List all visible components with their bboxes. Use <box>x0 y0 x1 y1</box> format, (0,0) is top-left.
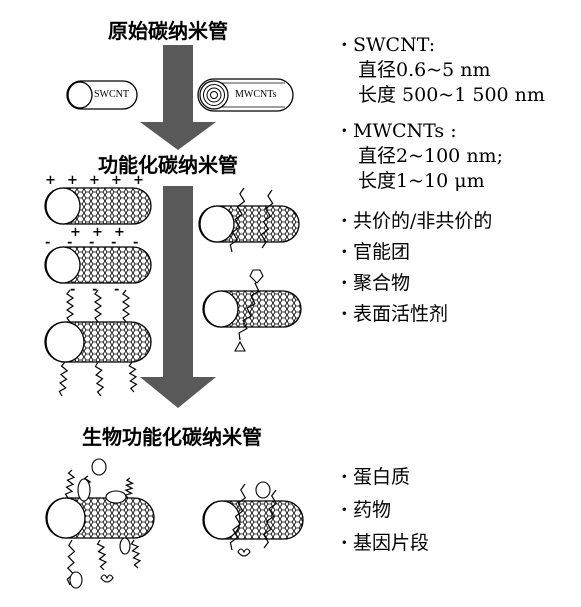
minus-charge-icon: - <box>70 282 76 297</box>
functional-item: ·表面活性剂 <box>341 303 448 325</box>
bullet: · <box>341 303 348 325</box>
bullet: · <box>341 532 348 554</box>
functional-item: ·共价的/非共价的 <box>341 210 492 232</box>
bullet: · <box>341 499 348 521</box>
main-process-arrow <box>140 45 216 150</box>
bullet: · <box>341 34 348 56</box>
functional-item: ·官能团 <box>341 241 410 263</box>
functional-item-text: 表面活性剂 <box>353 303 449 325</box>
minus-charge-icon: - <box>89 235 95 250</box>
tube-negative-charged <box>44 246 152 284</box>
plus-charge-icon: + <box>89 173 100 188</box>
bullet: · <box>341 241 348 263</box>
mwcnt-length: 长度1~10 μm <box>358 170 485 192</box>
plus-charge-icon: + <box>114 225 125 240</box>
swcnt-length: 长度 500~1 500 nm <box>358 84 545 106</box>
mwcnt-info-title: ·MWCNTs : <box>341 120 457 142</box>
minus-charge-icon: - <box>92 282 98 297</box>
tube-protein-drug-gene <box>45 458 155 589</box>
bio-item-text: 药物 <box>353 499 392 521</box>
bullet: · <box>341 120 348 142</box>
tube-wrapped-bio <box>202 481 304 557</box>
bio-item-text: 蛋白质 <box>353 466 411 488</box>
functional-item-text: 官能团 <box>353 241 411 263</box>
heading-biofunctionalized-cnt: 生物功能化碳纳米管 <box>82 425 262 449</box>
minus-charge-icon: - <box>111 235 117 250</box>
minus-charge-icon: - <box>45 235 51 250</box>
minus-charge-icon: - <box>133 235 139 250</box>
swcnt-diameter: 直径0.6~5 nm <box>358 59 491 81</box>
functional-item-text: 聚合物 <box>353 272 411 294</box>
mwcnt-tube-label: MWCNTs <box>235 89 277 100</box>
swcnt-tube-label: SWCNT <box>94 89 129 100</box>
mwcnt-tube <box>197 78 294 112</box>
swcnt-title-text: SWCNT: <box>353 34 436 56</box>
tube-polymer-grafted <box>44 289 152 397</box>
tube-positive-charged <box>44 187 152 225</box>
bullet: · <box>341 466 348 488</box>
bio-item: ·基因片段 <box>341 532 429 554</box>
plus-charge-icon: + <box>133 173 144 188</box>
plus-charge-icon: + <box>67 173 78 188</box>
heading-functionalized-cnt: 功能化碳纳米管 <box>98 153 238 177</box>
bullet: · <box>341 210 348 232</box>
bio-item-text: 基因片段 <box>353 532 430 554</box>
bio-item: ·药物 <box>341 499 391 521</box>
functional-item-text: 共价的/非共价的 <box>353 210 493 232</box>
minus-charge-icon: - <box>67 235 73 250</box>
heading-raw-cnt: 原始碳纳米管 <box>108 19 228 43</box>
tube-surfactant <box>202 269 302 352</box>
functional-item: ·聚合物 <box>341 272 410 294</box>
plus-charge-icon: + <box>70 225 81 240</box>
tube-polymer-wrapped <box>198 187 300 253</box>
swcnt-tube <box>66 80 138 110</box>
mwcnt-title-text: MWCNTs : <box>353 120 457 142</box>
bio-item: ·蛋白质 <box>341 466 410 488</box>
plus-charge-icon: + <box>92 225 103 240</box>
mwcnt-diameter: 直径2~100 nm; <box>358 145 503 167</box>
minus-charge-icon: - <box>114 282 120 297</box>
main-process-arrow-lower <box>140 186 216 408</box>
swcnt-info-title: ·SWCNT: <box>341 34 435 56</box>
plus-charge-icon: + <box>111 173 122 188</box>
bullet: · <box>341 272 348 294</box>
plus-charge-icon: + <box>45 173 56 188</box>
